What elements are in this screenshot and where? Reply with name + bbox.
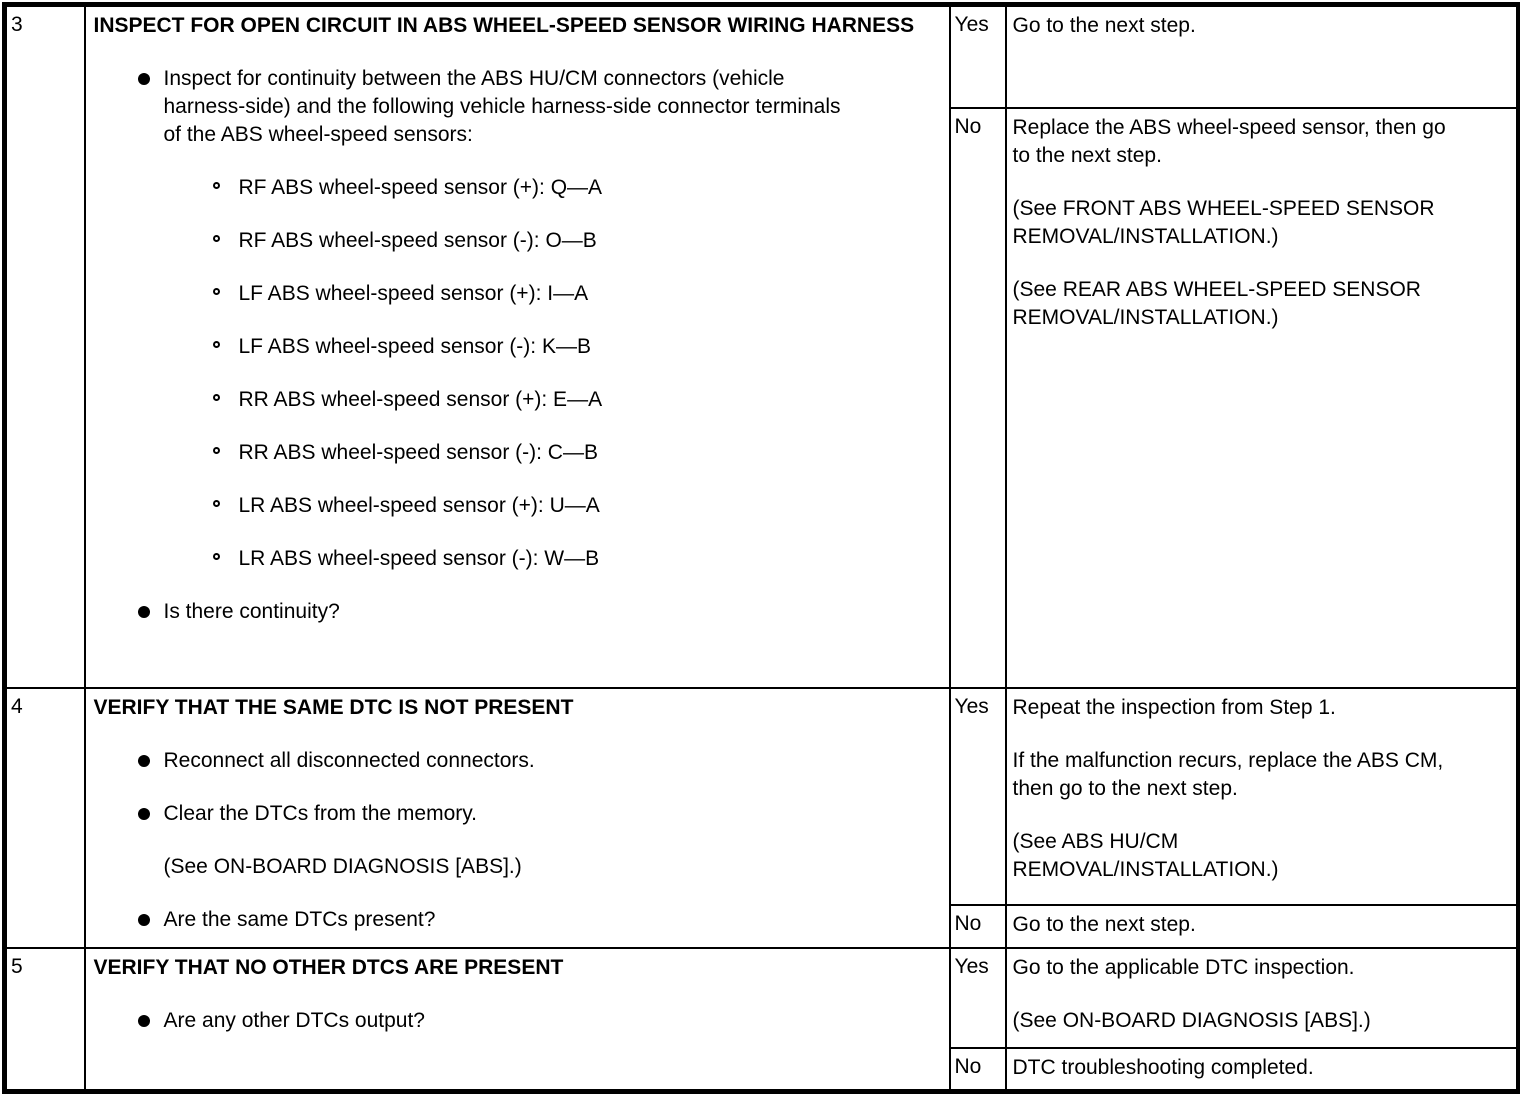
terminal-item: LR ABS wheel-speed sensor (-): W—B — [94, 545, 941, 573]
step-4-heading: VERIFY THAT THE SAME DTC IS NOT PRESENT — [93, 695, 574, 719]
step-4-yes-action-cell: Repeat the inspection from Step 1. If th… — [1004, 686, 1520, 906]
terminal-text: LF ABS wheel-speed sensor (+): I—A — [238, 282, 589, 305]
step-5-no-label: No — [948, 1046, 1007, 1093]
step-3-description-cell: INSPECT FOR OPEN CIRCUIT IN ABS WHEEL-SP… — [83, 3, 951, 689]
list-item: Clear the DTCs from the memory. — [94, 800, 941, 828]
step-4-question-item: Are the same DTCs present? — [94, 906, 941, 934]
step-4-no-action-cell: Go to the next step. — [1004, 903, 1520, 949]
circle-bullet-icon — [212, 288, 220, 295]
bullet-icon — [137, 754, 150, 767]
terminal-item: RR ABS wheel-speed sensor (-): C—B — [94, 439, 941, 467]
bullet-icon — [137, 606, 150, 618]
step-number: 3 — [11, 13, 23, 36]
action-text: Repeat the inspection from Step 1. — [1012, 695, 1336, 719]
terminal-text: LF ABS wheel-speed sensor (-): K—B — [238, 335, 591, 358]
terminal-text: LR ABS wheel-speed sensor (+): U—A — [238, 494, 600, 517]
step-5-question-item: Are any other DTCs output? — [94, 1007, 941, 1035]
step-5-question-text: Are any other DTCs output? — [163, 1008, 425, 1032]
action-text: (See ABS HU/CM REMOVAL/INSTALLATION.) — [1012, 829, 1279, 881]
action-text: Replace the ABS wheel-speed sensor, then… — [1012, 115, 1446, 167]
circle-bullet-icon — [212, 235, 220, 242]
step-4-question-text: Are the same DTCs present? — [163, 907, 436, 931]
terminal-text: RR ABS wheel-speed sensor (-): C—B — [238, 441, 598, 464]
step-4-description-cell: VERIFY THAT THE SAME DTC IS NOT PRESENT … — [83, 686, 951, 949]
bullet-text: Reconnect all disconnected connectors. — [163, 748, 535, 772]
bullet-icon — [137, 807, 150, 820]
bullet-icon — [137, 1014, 150, 1027]
step-5-yes-action-cell: Go to the applicable DTC inspection. (Se… — [1004, 946, 1520, 1049]
step-3-no-action-cell: Replace the ABS wheel-speed sensor, then… — [1004, 106, 1520, 689]
step-4-no-row: No Go to the next step. — [5, 903, 1520, 949]
action-text: Go to the applicable DTC inspection. — [1012, 955, 1355, 979]
step-4-number-cell: 4 — [3, 686, 86, 949]
action-text: DTC troubleshooting completed. — [1012, 1055, 1314, 1079]
list-item: Reconnect all disconnected connectors. — [94, 747, 941, 775]
terminal-item: LR ABS wheel-speed sensor (+): U—A — [94, 492, 941, 520]
step-3-question-item: Is there continuity? — [94, 598, 941, 626]
step-number: 5 — [11, 954, 23, 978]
bullet-text: Clear the DTCs from the memory. — [163, 801, 478, 825]
step-5-number-cell: 5 — [3, 946, 86, 1093]
step-5-description-cell: VERIFY THAT NO OTHER DTCS ARE PRESENT Ar… — [83, 946, 951, 1093]
circle-bullet-icon — [212, 500, 220, 507]
step-3-yes-row: 3 INSPECT FOR OPEN CIRCUIT IN ABS WHEEL-… — [3, 3, 1520, 689]
action-text: (See REAR ABS WHEEL-SPEED SENSOR REMOVAL… — [1012, 277, 1421, 329]
circle-bullet-icon — [212, 182, 220, 189]
bullet-icon — [137, 913, 150, 926]
step-5-no-row: No DTC troubleshooting completed. — [5, 1046, 1520, 1093]
terminal-text: RF ABS wheel-speed sensor (-): O—B — [238, 229, 597, 252]
step-4-yes-row: 4 VERIFY THAT THE SAME DTC IS NOT PRESEN… — [3, 686, 1520, 949]
step-3-yes-action-cell: Go to the next step. — [1004, 3, 1520, 109]
circle-bullet-icon — [212, 553, 220, 560]
step-3-yes-label: Yes — [948, 3, 1007, 109]
step-3-no-row: No Replace the ABS wheel-speed sensor, t… — [5, 106, 1520, 689]
step-3-question-text: Is there continuity? — [163, 600, 340, 623]
step-5-yes-row: 5 VERIFY THAT NO OTHER DTCS ARE PRESENT … — [3, 946, 1520, 1093]
terminal-item: RF ABS wheel-speed sensor (+): Q—A — [94, 174, 941, 202]
action-text: (See ON-BOARD DIAGNOSIS [ABS].) — [1012, 1008, 1371, 1032]
action-text: Go to the next step. — [1012, 912, 1196, 936]
step-5-no-action-cell: DTC troubleshooting completed. — [1004, 1046, 1520, 1093]
terminal-item: RR ABS wheel-speed sensor (+): E—A — [94, 386, 941, 414]
step-3-no-label: No — [948, 106, 1007, 689]
step-3-intro-item: Inspect for continuity between the ABS H… — [94, 65, 941, 149]
step-5-heading: VERIFY THAT NO OTHER DTCS ARE PRESENT — [93, 955, 564, 979]
terminal-item: LF ABS wheel-speed sensor (-): K—B — [94, 333, 941, 361]
step-3-heading: INSPECT FOR OPEN CIRCUIT IN ABS WHEEL-SP… — [93, 14, 915, 37]
bullet-icon — [137, 73, 150, 85]
terminal-text: RF ABS wheel-speed sensor (+): Q—A — [238, 176, 603, 199]
step-number: 4 — [11, 694, 23, 718]
terminal-item: RF ABS wheel-speed sensor (-): O—B — [94, 227, 941, 255]
circle-bullet-icon — [212, 447, 220, 454]
circle-bullet-icon — [212, 341, 220, 348]
terminal-text: RR ABS wheel-speed sensor (+): E—A — [238, 388, 603, 411]
action-text: If the malfunction recurs, replace the A… — [1012, 748, 1444, 800]
action-text: Go to the next step. — [1012, 14, 1196, 37]
terminal-item: LF ABS wheel-speed sensor (+): I—A — [94, 280, 941, 308]
step-5-yes-label: Yes — [948, 946, 1007, 1049]
circle-bullet-icon — [212, 394, 220, 401]
step-4-see-note: (See ON-BOARD DIAGNOSIS [ABS].) — [163, 854, 522, 878]
step-4-yes-label: Yes — [948, 686, 1007, 906]
action-text: (See FRONT ABS WHEEL-SPEED SENSOR REMOVA… — [1012, 196, 1435, 248]
step-3-number-cell: 3 — [3, 3, 86, 689]
step-4-no-label: No — [948, 903, 1007, 949]
step-3-intro-text: Inspect for continuity between the ABS H… — [163, 67, 841, 146]
terminal-text: LR ABS wheel-speed sensor (-): W—B — [238, 547, 600, 570]
